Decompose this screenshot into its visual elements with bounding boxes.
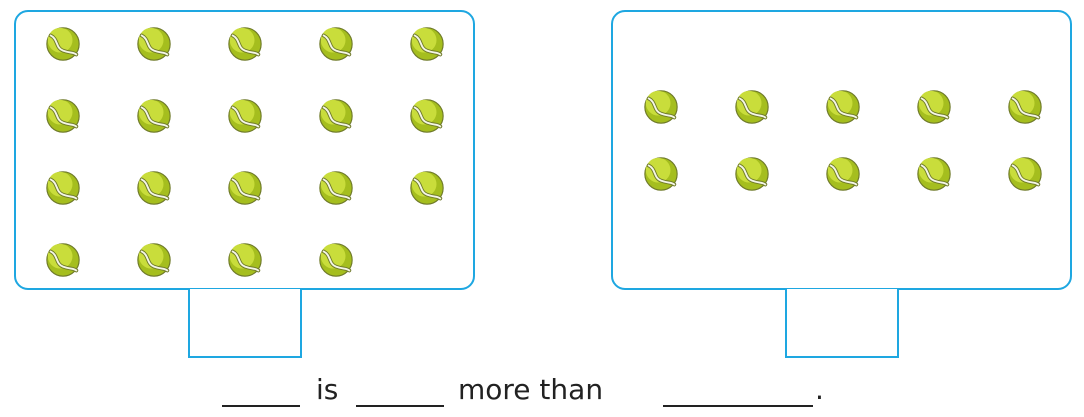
right-count-answer-box[interactable]: [785, 289, 899, 358]
tennis-ball-icon: [642, 155, 680, 193]
tennis-ball-icon: [44, 241, 82, 279]
tennis-ball-icon: [733, 88, 771, 126]
tennis-ball-icon: [824, 155, 862, 193]
tennis-ball-icon: [226, 25, 264, 63]
tennis-ball-icon: [226, 97, 264, 135]
tennis-ball-icon: [226, 241, 264, 279]
tennis-ball-icon: [135, 97, 173, 135]
tennis-ball-icon: [317, 241, 355, 279]
tennis-ball-icon: [733, 155, 771, 193]
word-more-than: more than: [458, 373, 604, 406]
tennis-ball-icon: [915, 88, 953, 126]
tennis-ball-icon: [44, 169, 82, 207]
tennis-ball-icon: [1006, 155, 1044, 193]
word-is: is: [316, 373, 339, 406]
tennis-ball-icon: [135, 169, 173, 207]
tennis-ball-icon: [824, 88, 862, 126]
tennis-ball-icon: [317, 97, 355, 135]
tennis-ball-icon: [317, 169, 355, 207]
comparison-sentence: is more than .: [0, 372, 1084, 414]
difference-blank[interactable]: [356, 405, 444, 407]
sentence-end-punctuation: .: [815, 373, 824, 406]
left-count-answer-box[interactable]: [188, 289, 302, 358]
tennis-ball-icon: [135, 25, 173, 63]
right-group-panel: [611, 10, 1072, 290]
tennis-ball-icon: [1006, 88, 1044, 126]
tennis-ball-icon: [135, 241, 173, 279]
tennis-ball-icon: [642, 88, 680, 126]
tennis-ball-icon: [408, 97, 446, 135]
tennis-ball-icon: [915, 155, 953, 193]
tennis-ball-icon: [408, 25, 446, 63]
tennis-ball-icon: [226, 169, 264, 207]
tennis-ball-icon: [44, 25, 82, 63]
smaller-number-blank[interactable]: [663, 405, 813, 407]
tennis-ball-icon: [408, 169, 446, 207]
larger-number-blank[interactable]: [222, 405, 300, 407]
tennis-ball-icon: [317, 25, 355, 63]
tennis-ball-icon: [44, 97, 82, 135]
